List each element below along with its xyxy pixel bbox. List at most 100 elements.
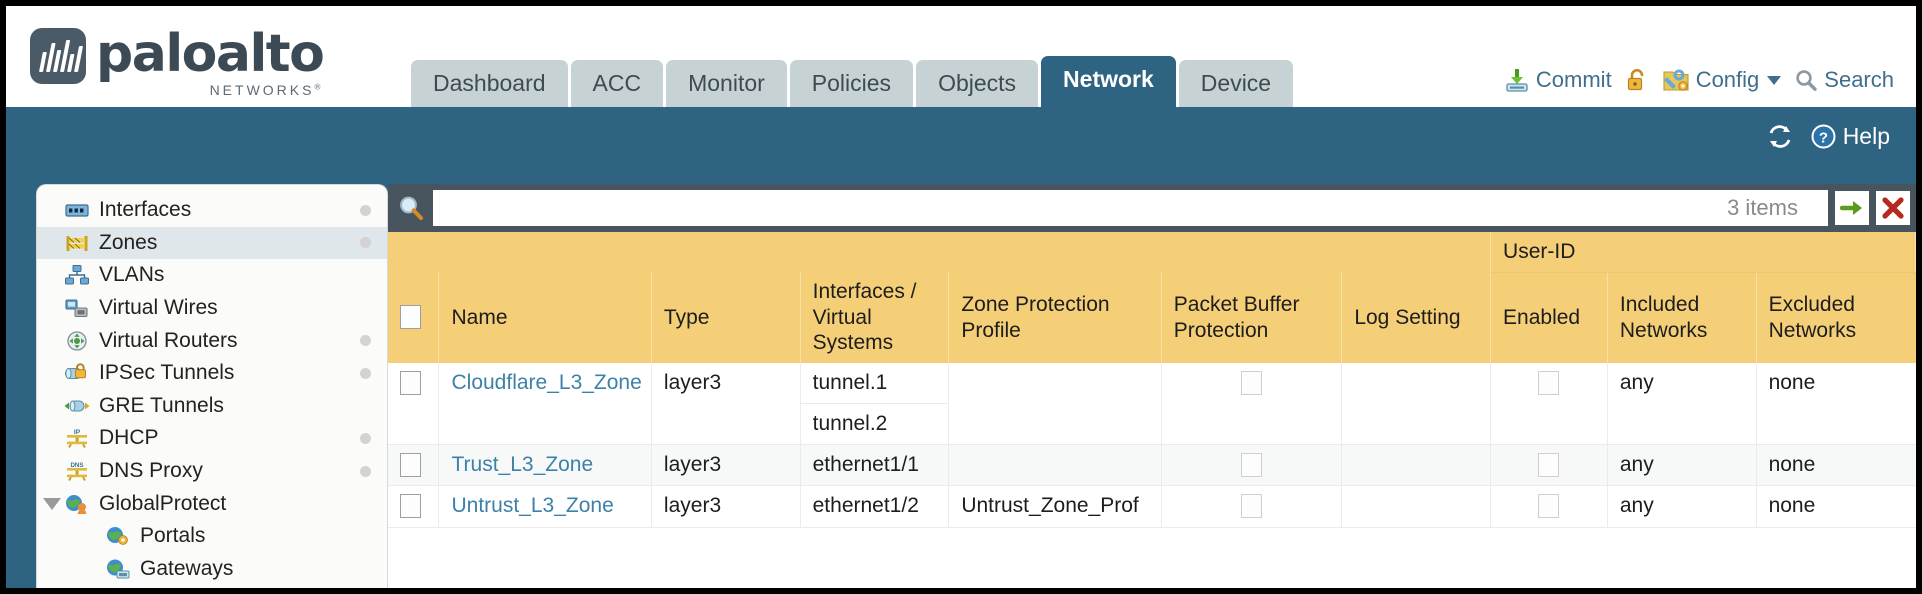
clear-filter-icon — [1882, 197, 1904, 219]
zone-name-link[interactable]: Untrust_L3_Zone — [451, 494, 614, 518]
column-header-included[interactable]: Included Networks — [1607, 272, 1757, 363]
utility-links: Commit Config — [1504, 67, 1894, 93]
gateways-icon — [107, 559, 130, 579]
refresh-icon[interactable] — [1766, 124, 1794, 150]
cell-type: layer3 — [651, 362, 801, 446]
commit-label: Commit — [1535, 67, 1612, 92]
search-icon — [1796, 70, 1817, 91]
row-select-cell — [388, 444, 440, 487]
clear-filter-button[interactable] — [1876, 191, 1910, 225]
cell-userid-enabled — [1490, 485, 1608, 528]
sidebar-item-gre-tunnels[interactable]: GRE Tunnels — [37, 390, 387, 423]
sidebar-item-portals[interactable]: Portals — [37, 520, 387, 553]
apply-filter-button[interactable] — [1835, 191, 1869, 225]
commit-icon — [1506, 69, 1528, 92]
sidebar-item-dns-proxy[interactable]: DNS DNS Proxy — [37, 455, 387, 488]
tab-network[interactable]: Network — [1041, 56, 1176, 107]
packet-buffer-checkbox[interactable] — [1241, 453, 1263, 478]
sidebar-item-label: Zones — [99, 230, 158, 254]
chevron-down-icon — [1767, 75, 1782, 85]
userid-enabled-checkbox[interactable] — [1538, 453, 1560, 478]
tab-objects[interactable]: Objects — [916, 60, 1039, 107]
cell-log-setting — [1341, 444, 1492, 487]
sidebar-item-label: GlobalProtect — [99, 491, 227, 515]
context-bar: ? Help — [6, 107, 1916, 181]
table-row[interactable]: Untrust_L3_Zone layer3 ethernet1/2 Untru… — [388, 485, 1916, 528]
help-icon: ? — [1811, 124, 1836, 149]
tab-policies[interactable]: Policies — [789, 60, 914, 107]
sidebar-item-dhcp[interactable]: IP DHCP — [37, 422, 387, 455]
cell-type: layer3 — [651, 485, 801, 528]
lock-icon[interactable] — [1625, 67, 1649, 93]
userid-enabled-checkbox[interactable] — [1538, 494, 1560, 519]
row-checkbox[interactable] — [400, 453, 421, 478]
sidebar-item-label: Gateways — [140, 556, 234, 580]
paloalto-logo[interactable]: paloalto NETWORKS® — [30, 24, 325, 98]
cell-zone-protection-profile — [948, 444, 1162, 487]
column-header-interfaces[interactable]: Interfaces / Virtual Systems — [800, 272, 950, 363]
packet-buffer-checkbox[interactable] — [1241, 370, 1263, 395]
brand-subtitle: NETWORKS® — [209, 82, 324, 98]
zones-table-wrapper: User-ID Name Type Interfaces / Virtual S… — [388, 232, 1916, 528]
column-header-zone-protection[interactable]: Zone Protection Profile — [948, 272, 1162, 363]
main-tab-bar: Dashboard ACC Monitor Policies Objects N… — [411, 56, 1294, 107]
dhcp-icon: IP — [67, 429, 87, 449]
cell-interfaces: ethernet1/2 — [800, 485, 950, 528]
zones-table: User-ID Name Type Interfaces / Virtual S… — [388, 232, 1916, 528]
column-header-packet-buffer[interactable]: Packet Buffer Protection — [1161, 272, 1343, 363]
sidebar-item-interfaces[interactable]: Interfaces — [37, 194, 387, 227]
sidebar-item-globalprotect[interactable]: GlobalProtect — [37, 487, 387, 520]
table-row[interactable]: Trust_L3_Zone layer3 ethernet1/1 any — [388, 444, 1916, 487]
cell-included-networks: any — [1607, 444, 1757, 487]
row-checkbox[interactable] — [400, 494, 421, 519]
search-button[interactable]: Search — [1794, 67, 1894, 93]
table-group-header-row: User-ID — [388, 232, 1916, 273]
sidebar-item-virtual-wires[interactable]: Virtual Wires — [37, 292, 387, 325]
column-header-type[interactable]: Type — [651, 272, 801, 363]
column-header-log-setting[interactable]: Log Setting — [1341, 272, 1492, 363]
zone-name-link[interactable]: Trust_L3_Zone — [451, 453, 594, 477]
userid-enabled-checkbox[interactable] — [1538, 370, 1560, 395]
status-dot — [360, 237, 371, 249]
commit-button[interactable]: Commit — [1504, 67, 1612, 93]
config-dropdown[interactable]: Config — [1662, 67, 1782, 93]
status-dot — [360, 204, 371, 216]
sidebar-item-label: IPSec Tunnels — [99, 361, 235, 385]
tab-acc[interactable]: ACC — [570, 60, 664, 107]
sidebar-item-gateways[interactable]: Gateways — [37, 553, 387, 586]
network-sidebar: Interfaces Zones VLANs — [36, 184, 388, 588]
cell-included-networks: any — [1607, 362, 1757, 446]
column-header-name[interactable]: Name — [438, 272, 652, 363]
group-header-userid: User-ID — [1490, 232, 1916, 273]
virtual-routers-icon — [67, 331, 87, 351]
filter-input[interactable] — [433, 190, 1828, 226]
packet-buffer-checkbox[interactable] — [1241, 494, 1263, 519]
sidebar-item-virtual-routers[interactable]: Virtual Routers — [37, 324, 387, 357]
cell-excluded-networks: none — [1756, 362, 1916, 446]
tab-device[interactable]: Device — [1178, 60, 1294, 107]
sidebar-item-zones[interactable]: Zones — [37, 226, 387, 260]
column-header-enabled[interactable]: Enabled — [1490, 272, 1608, 363]
select-all-header — [388, 272, 440, 363]
help-button[interactable]: ? Help — [1810, 123, 1890, 150]
tab-monitor[interactable]: Monitor — [666, 60, 787, 107]
config-label: Config — [1695, 67, 1760, 92]
zone-name-link[interactable]: Cloudflare_L3_Zone — [451, 370, 642, 394]
group-header-spacer — [388, 232, 1492, 273]
sidebar-item-ipsec-tunnels[interactable]: IPSec Tunnels — [37, 357, 387, 390]
zones-content-panel: 3 items — [388, 184, 1916, 588]
collapse-triangle-icon[interactable] — [43, 497, 61, 510]
column-header-excluded[interactable]: Excluded Networks — [1756, 272, 1916, 363]
brand-name: paloalto — [96, 24, 325, 84]
select-all-checkbox[interactable] — [400, 304, 421, 329]
tab-dashboard[interactable]: Dashboard — [411, 60, 568, 107]
row-checkbox[interactable] — [400, 370, 421, 395]
top-header-bar: paloalto NETWORKS® Dashboard ACC Monitor… — [6, 6, 1916, 107]
table-row[interactable]: Cloudflare_L3_Zone layer3 tunnel.1 tunne… — [388, 362, 1916, 446]
magnifier-icon[interactable] — [396, 193, 426, 223]
cell-packet-buffer-protection — [1161, 362, 1343, 446]
cell-excluded-networks: none — [1756, 485, 1916, 528]
sidebar-item-vlans[interactable]: VLANs — [37, 259, 387, 292]
sidebar-item-label: Virtual Routers — [99, 328, 238, 352]
